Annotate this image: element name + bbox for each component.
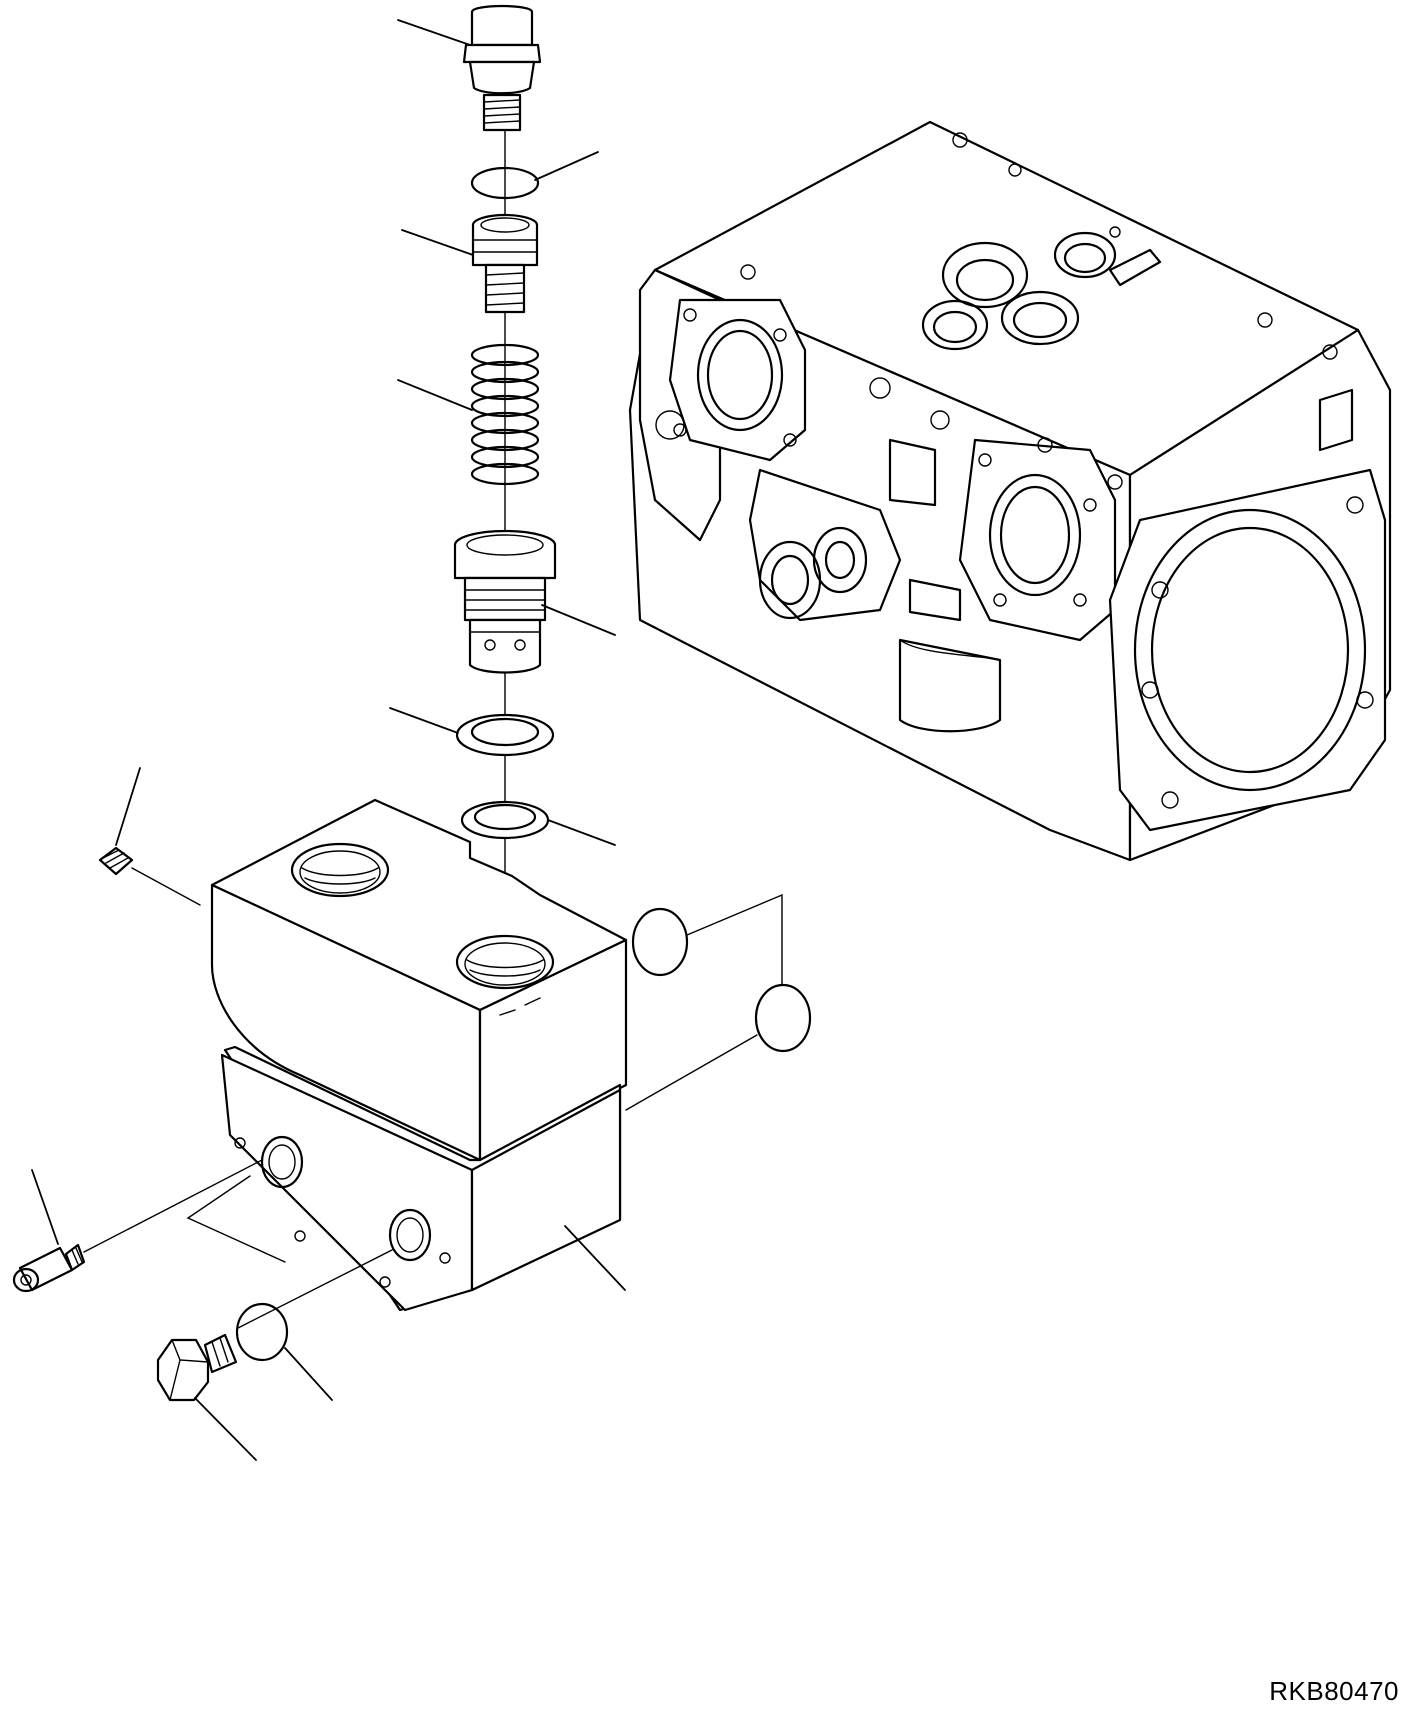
leader-lower-block [564, 1225, 626, 1291]
leader-washer-upper [389, 707, 459, 734]
o-ring-right-upper [631, 907, 689, 977]
leader-o-ring-top [534, 151, 599, 181]
leader-valve-body [541, 604, 616, 636]
cap-screw [12, 1243, 86, 1293]
o-ring-right-lower [754, 983, 812, 1053]
valve-body [453, 529, 557, 674]
leader-sleeve [401, 229, 474, 256]
bracket-o-rings [686, 893, 783, 986]
leader-hex-plug [194, 1397, 257, 1461]
axis-cap-screw [83, 1159, 263, 1253]
drawing-code-label: RKB80470 [1269, 1676, 1399, 1706]
leader-spring [397, 379, 473, 411]
washer-lower [460, 800, 550, 840]
leader-washer-lower [547, 819, 616, 846]
hex-plug [156, 1333, 238, 1402]
axis-set-screw [131, 867, 201, 906]
o-ring-top [470, 166, 540, 200]
leader-plug [397, 19, 471, 46]
sleeve [471, 213, 539, 314]
leader-set-screw [115, 767, 141, 846]
pump-case [628, 120, 1392, 862]
leader-o-ring-bottom [284, 1347, 333, 1401]
upper-block [210, 798, 628, 1162]
lower-block [220, 1045, 622, 1312]
spring [470, 343, 540, 486]
axis-o-ring-lower [625, 1034, 758, 1111]
washer-upper [455, 713, 555, 757]
o-ring-bottom [235, 1302, 289, 1362]
bracket-cap-screw [186, 1175, 286, 1263]
leader-cap-screw [31, 1169, 59, 1245]
set-screw [98, 846, 134, 876]
axis-hex-plug [237, 1249, 393, 1329]
plug [462, 4, 542, 132]
